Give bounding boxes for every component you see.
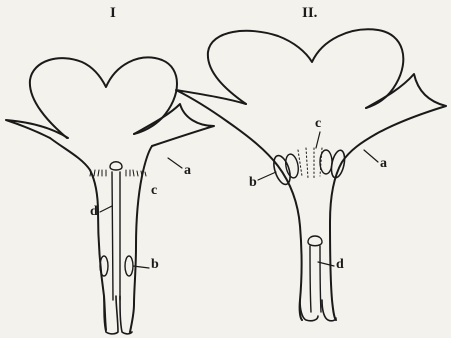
figure-2-label-b: b [249,176,257,190]
fig1-right-lobe [134,104,214,146]
fig1-upper-lobe [30,58,177,138]
fig2-upper-lobe [208,29,403,108]
fig1-leader-d [100,206,112,212]
fig1-throat-hairs [90,170,146,176]
fig2-leader-a [364,150,378,162]
fig2-left-lobe [176,90,246,122]
figure-2-label-c: c [315,117,321,131]
fig2-right-lobe [366,74,446,134]
fig1-style [112,172,120,300]
fig1-left-lobe [6,120,68,138]
fig2-leader-b [258,172,276,180]
figure-2-label-a: a [380,157,387,171]
figure-1-label-a: a [184,164,191,178]
figure-1-label-b: b [151,258,159,272]
fig2-right-tube-wall [330,134,376,320]
fig2-anther-right-outer [329,149,347,179]
fig1-stigma [110,162,122,170]
fig2-left-tube-wall [228,122,302,320]
fig1-left-tube-wall [50,138,106,330]
fig2-leader-c [316,132,320,148]
figure-2-title: II. [302,6,317,21]
flower-figure-2 [176,29,446,321]
fig1-leader-a [168,158,182,168]
fig1-anther-right [125,256,133,276]
flower-figure-1 [6,58,214,334]
figure-1-title: I [110,6,116,21]
figure-1-label-d: d [90,205,98,219]
figure-1-label-c: c [151,184,157,198]
fig2-throat-dots [298,148,322,178]
fig1-base-left [104,296,118,334]
fig2-base-left [300,300,318,321]
figure-2-label-d: d [336,258,344,272]
fig2-anther-left-inner [284,153,300,179]
fig2-style [310,246,321,312]
fig2-stigma [308,236,322,246]
